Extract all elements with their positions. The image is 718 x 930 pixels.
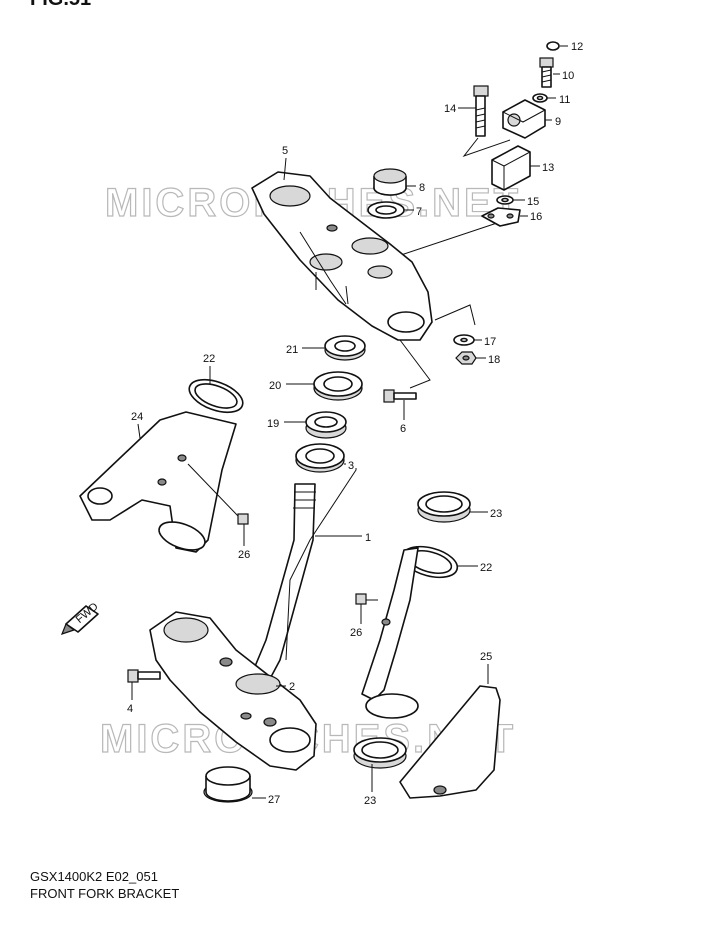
part-8-cap (373, 168, 407, 196)
part-23-lower-right-ring (353, 737, 407, 769)
callout-3: 3 (348, 460, 354, 472)
callout-11: 11 (559, 94, 570, 106)
part-5-upper-bracket (251, 171, 433, 341)
part-26-left-bolt (237, 513, 249, 525)
callout-13: 13 (542, 162, 554, 174)
part-16-plate (481, 207, 521, 227)
callout-12: 12 (571, 41, 583, 53)
part-20-seal (313, 371, 363, 401)
callout-26-right: 26 (350, 627, 362, 639)
figure-title: FIG.51 (30, 0, 91, 11)
part-19-bearing (305, 411, 347, 439)
part-4-bolt (127, 669, 161, 683)
callout-14: 14 (444, 103, 456, 115)
fwd-arrow-icon: FWD (60, 601, 101, 635)
callout-9: 9 (555, 116, 561, 128)
diagram-footer: GSX1400K2 E02_051 FRONT FORK BRACKET (30, 868, 179, 902)
part-6-bolt (383, 389, 417, 403)
callout-6: 6 (400, 423, 406, 435)
callout-20: 20 (269, 380, 281, 392)
callout-22-left: 22 (203, 353, 215, 365)
part-14-bolt (473, 85, 489, 137)
callouts: 12 10 11 14 9 13 5 8 7 15 16 17 (127, 41, 583, 807)
part-22-left-ring (188, 378, 244, 414)
callout-17: 17 (484, 336, 496, 348)
callout-4: 4 (127, 703, 133, 715)
part-13-holder-lower (491, 145, 531, 191)
callout-27: 27 (268, 794, 280, 806)
callout-24: 24 (131, 411, 143, 423)
callout-23-upper: 23 (490, 508, 502, 520)
part-24-left-guard (79, 411, 237, 553)
part-27-cover (203, 766, 253, 803)
callout-1: 1 (365, 532, 371, 544)
part-7-washer (367, 201, 405, 219)
assembly-guides-top (391, 137, 511, 389)
diagram-name: FRONT FORK BRACKET (30, 886, 180, 901)
model-code: GSX1400K2 E02_051 (30, 869, 158, 884)
callout-18: 18 (488, 354, 500, 366)
part-15-washer (496, 195, 514, 205)
part-9-holder-upper (502, 99, 546, 139)
callout-25: 25 (480, 651, 492, 663)
callout-22-right: 22 (480, 562, 492, 574)
callout-2: 2 (289, 681, 295, 693)
part-21-nut (324, 335, 366, 361)
part-11-washer (532, 93, 548, 103)
callout-10: 10 (562, 70, 574, 82)
callout-5: 5 (282, 145, 288, 157)
callout-16: 16 (530, 211, 542, 223)
callout-15: 15 (527, 196, 539, 208)
callout-8: 8 (419, 182, 425, 194)
part-18-nut (455, 351, 477, 365)
part-17-washer (453, 334, 475, 346)
part-23-upper-right-ring (417, 491, 471, 523)
part-26-right-bolt (355, 593, 367, 605)
callout-21: 21 (286, 344, 298, 356)
part-2-lower-bracket (149, 483, 317, 771)
part-3-race (295, 443, 345, 473)
callout-23-lower: 23 (364, 795, 376, 807)
part-10-bolt (539, 57, 554, 88)
callout-19: 19 (267, 418, 279, 430)
part-12-cap (546, 41, 560, 51)
part-25-right-guard (361, 547, 501, 799)
callout-26-left: 26 (238, 549, 250, 561)
callout-7: 7 (416, 206, 422, 218)
